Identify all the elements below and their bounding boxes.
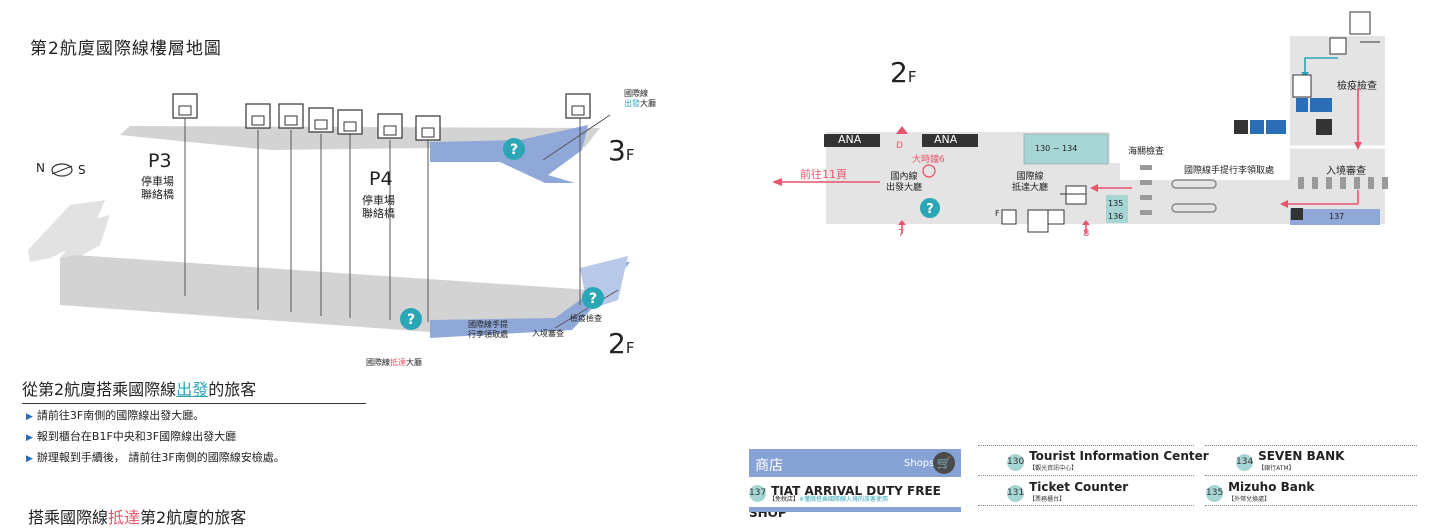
service-tourist-info[interactable]: 130 Tourist Information Center【觀光資訊中心】 [1007, 449, 1209, 472]
phone-icon [1047, 209, 1065, 225]
intl-departure-hall-label: 國際線 出發大廳 [624, 89, 656, 108]
svg-text:?: ? [926, 202, 934, 217]
floor-2f-label: 2F [608, 327, 635, 360]
counter-137: 137 [1329, 212, 1345, 221]
terminal-floor-map: ??? [28, 93, 630, 338]
intl-arrival-label: 國際線抵達大廳 [1012, 172, 1049, 193]
compass-north: N [36, 161, 45, 175]
floor-3f-label: 3F [608, 134, 635, 167]
elevator-icon [337, 109, 363, 135]
shopping-cart-icon: 🛒 [933, 452, 955, 474]
floor-2f-concourse [60, 255, 590, 332]
entrance-d: D [896, 141, 903, 151]
baggage-claim-label-right: 國際線手提行李領取處 [1184, 166, 1275, 176]
quarantine-label: 檢疫檢查 [570, 314, 602, 323]
svg-text:?: ? [589, 291, 597, 307]
p4-parking: 停車場 [362, 194, 395, 207]
hall-floor [826, 36, 1385, 224]
immigration-label: 入境審查 [532, 329, 564, 338]
baggage-claim-label: 國際線手提行李領取處 [468, 320, 508, 339]
svg-text:?: ? [510, 142, 518, 158]
p3-label: P3 [148, 150, 172, 172]
compass-icon [51, 163, 73, 177]
shops-header: 商店 Shops 🛒 [749, 449, 961, 477]
ana-counter-1: ANA [838, 133, 862, 146]
svg-text:?: ? [407, 312, 415, 328]
escalator-icon [1065, 185, 1087, 205]
p3-bridge: 聯絡橋 [141, 188, 174, 201]
entrance-7: 7 [898, 228, 905, 239]
quarantine-label-right: 檢疫檢查 [1337, 81, 1377, 92]
domestic-departure-label: 國內線出發大廳 [886, 172, 923, 193]
escalator-icon [1329, 37, 1347, 55]
elevator-icon [278, 103, 304, 129]
clock-icon [922, 164, 936, 178]
instruction-item: 請前往3F南側的國際線出發大廳。 [26, 406, 285, 427]
shop-item-137[interactable]: 137 TIAT ARRIVAL DUTY FREE SHOP 【免稅店】※僅限… [749, 484, 941, 520]
information-icon [920, 198, 940, 218]
service-mizuho-bank[interactable]: 135 Mizuho Bank【外幣兌換處】 [1206, 480, 1315, 503]
customs-label: 海關檢查 [1128, 147, 1165, 157]
departure-instructions: 請前往3F南側的國際線出發大廳。 報到櫃台在B1F中央和3F國際線出發大廳 辦理… [26, 406, 285, 469]
restroom-icon [1234, 98, 1332, 220]
elevator-icon [308, 107, 334, 133]
to-page-11-link[interactable]: 前往11頁 [800, 168, 847, 181]
service-seven-bank[interactable]: 134 SEVEN BANK【銀行ATM】 [1236, 449, 1345, 472]
ana-counter-2: ANA [934, 133, 958, 146]
elevator-icon [1292, 74, 1312, 98]
elevator-icon [1027, 209, 1049, 233]
counter-135: 135 [1108, 199, 1124, 208]
entrance-8: 8 [1083, 228, 1090, 239]
compass-south: S [78, 163, 86, 177]
counter-136: 136 [1108, 212, 1124, 221]
departure-section-title: 從第2航廈搭乘國際線出發的旅客 [22, 376, 366, 404]
right-floor-label: 2F [890, 56, 917, 89]
information-icon [400, 138, 604, 330]
big-clock-label: 大時鐘6 [912, 155, 945, 165]
p4-label: P4 [369, 168, 393, 190]
floor-2f-detail-map: ? [772, 11, 1388, 234]
floor-f-label: F [995, 209, 1000, 218]
immigration-label-right: 入境審查 [1326, 166, 1366, 177]
arrival-section-title: 搭乘國際線抵達第2航廈的旅客 [28, 508, 247, 527]
elevator-icon [1001, 209, 1017, 225]
service-ticket-counter[interactable]: 131 Ticket Counter【票務櫃台】 [1007, 480, 1129, 503]
floor-2f-arrival-area [430, 262, 630, 338]
elevator-icon [1349, 11, 1371, 35]
instruction-item: 辦理報到手續後， 請前往3F南側的國際線安檢處。 [26, 448, 285, 469]
page-title: 第2航廈國際線樓層地圖 [30, 39, 222, 59]
range-130-134: 130 ~ 134 [1035, 144, 1078, 153]
p4-bridge: 聯絡橋 [362, 207, 395, 220]
instruction-item: 報到櫃台在B1F中央和3F國際線出發大廳 [26, 427, 285, 448]
p3-parking: 停車場 [141, 175, 174, 188]
intl-arrival-hall-label: 國際線抵達大廳 [366, 358, 422, 367]
